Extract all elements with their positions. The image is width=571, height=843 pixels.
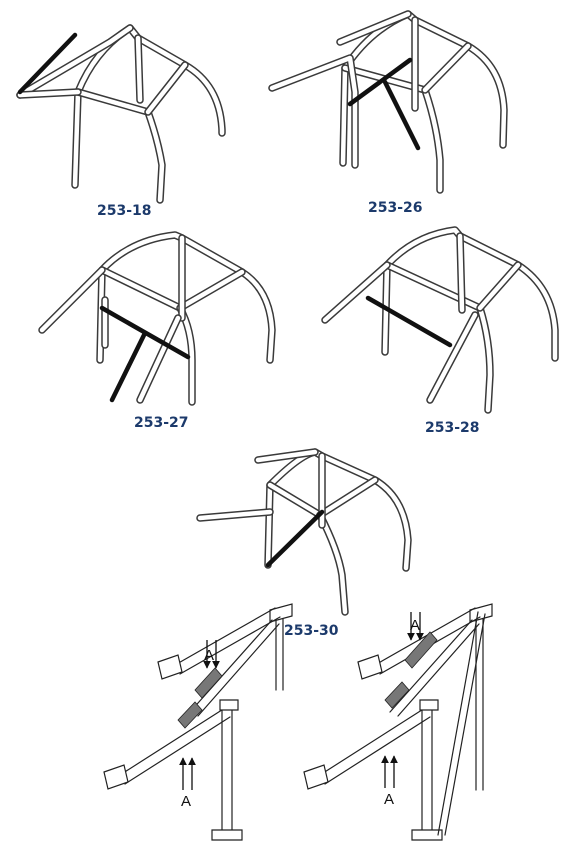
cage-253-27-label: 253-27 [134, 415, 189, 431]
cage-253-18-label: 253-18 [97, 203, 152, 219]
detail-left: A A [103, 603, 293, 841]
cage-253-26-brace-lower [382, 79, 421, 151]
cage-253-30-brace [265, 509, 325, 568]
cage-253-18-brace [17, 32, 78, 95]
cage-253-28-frame [321, 226, 559, 414]
cage-253-27: 253-27 [38, 231, 276, 431]
detail-left-gusset-upper [194, 667, 223, 699]
detail-right-top-plate [469, 603, 493, 623]
cage-253-18: 253-18 [16, 24, 226, 219]
detail-left-label-top: A [204, 647, 214, 664]
detail-right-end-plate-lower [303, 764, 329, 790]
detail-left-label-bottom: A [181, 793, 191, 810]
cage-253-27-frame [38, 231, 276, 406]
detail-right-gusset-lower [384, 681, 410, 709]
cage-253-28-label: 253-28 [425, 420, 480, 436]
detail-right-label-top: A [410, 617, 420, 634]
detail-right-end-plate-upper [357, 654, 383, 680]
detail-left-end-plate-lower [103, 764, 129, 790]
cage-253-26-frame [268, 10, 508, 194]
detail-right-base-plate [411, 829, 443, 841]
detail-left-gusset-lower [177, 701, 203, 729]
detail-left-post-plate [219, 699, 239, 711]
cage-253-26: 253-26 [268, 10, 508, 216]
cage-253-27-brace-lower [109, 330, 148, 403]
detail-right-post-plate [419, 699, 439, 711]
detail-right-gusset-upper [404, 631, 438, 669]
cage-253-26-label: 253-26 [368, 200, 423, 216]
cage-253-30: 253-30 [196, 448, 412, 639]
cage-253-30-label: 253-30 [284, 623, 339, 639]
cage-253-26-brace-upper [347, 57, 413, 107]
detail-left-base-plate [211, 829, 243, 841]
detail-right: A A [303, 603, 493, 841]
cage-253-28-brace [365, 295, 453, 348]
cage-253-28: 253-28 [321, 226, 559, 436]
cage-253-30-frame [196, 448, 412, 616]
cage-253-18-frame [16, 24, 226, 204]
detail-left-end-plate-upper [157, 654, 183, 680]
detail-left-top-plate [269, 603, 293, 623]
detail-right-label-bottom: A [384, 791, 394, 808]
